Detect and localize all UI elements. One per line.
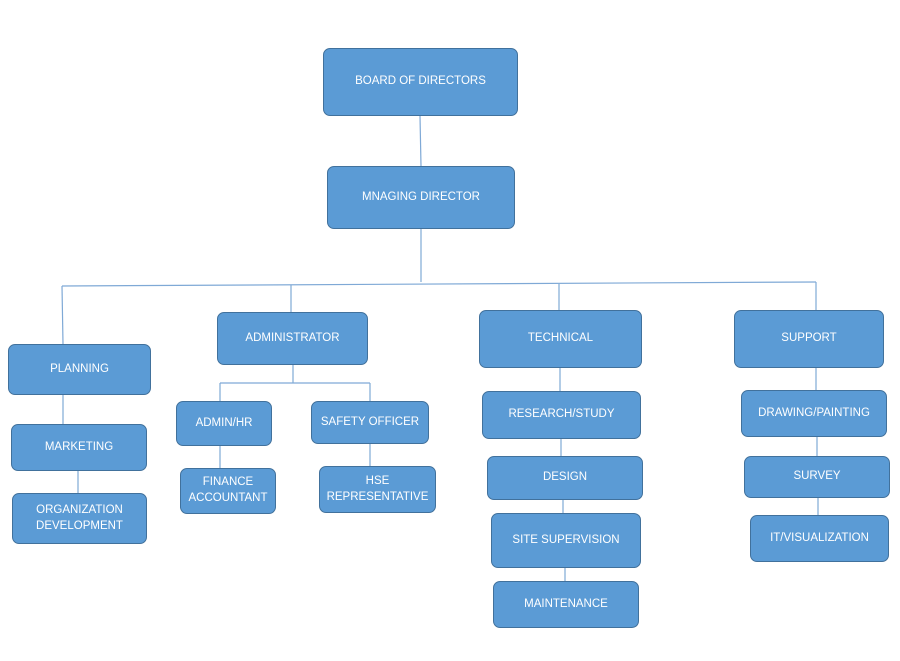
research-study-box: RESEARCH/STUDY bbox=[482, 391, 641, 439]
marketing-box: MARKETING bbox=[11, 424, 147, 471]
design-box: DESIGN bbox=[487, 456, 643, 500]
safety-officer-box: SAFETY OFFICER bbox=[311, 401, 429, 444]
it-visualization-box: IT/VISUALIZATION bbox=[750, 515, 889, 562]
finance-accountant-box: FINANCE ACCOUNTANT bbox=[180, 468, 276, 514]
survey-box: SURVEY bbox=[744, 456, 890, 498]
drawing-painting-box: DRAWING/PAINTING bbox=[741, 390, 887, 437]
support-box: SUPPORT bbox=[734, 310, 884, 368]
hse-representative-box: HSE REPRESENTATIVE bbox=[319, 466, 436, 513]
board-of-directors-box: BOARD OF DIRECTORS bbox=[323, 48, 518, 116]
planning-box: PLANNING bbox=[8, 344, 151, 395]
administrator-box: ADMINISTRATOR bbox=[217, 312, 368, 365]
organization-development-box: ORGANIZATION DEVELOPMENT bbox=[12, 493, 147, 544]
admin-hr-box: ADMIN/HR bbox=[176, 401, 272, 446]
maintenance-box: MAINTENANCE bbox=[493, 581, 639, 628]
managing-director-box: MNAGING DIRECTOR bbox=[327, 166, 515, 229]
site-supervision-box: SITE SUPERVISION bbox=[491, 513, 641, 568]
technical-box: TECHNICAL bbox=[479, 310, 642, 368]
